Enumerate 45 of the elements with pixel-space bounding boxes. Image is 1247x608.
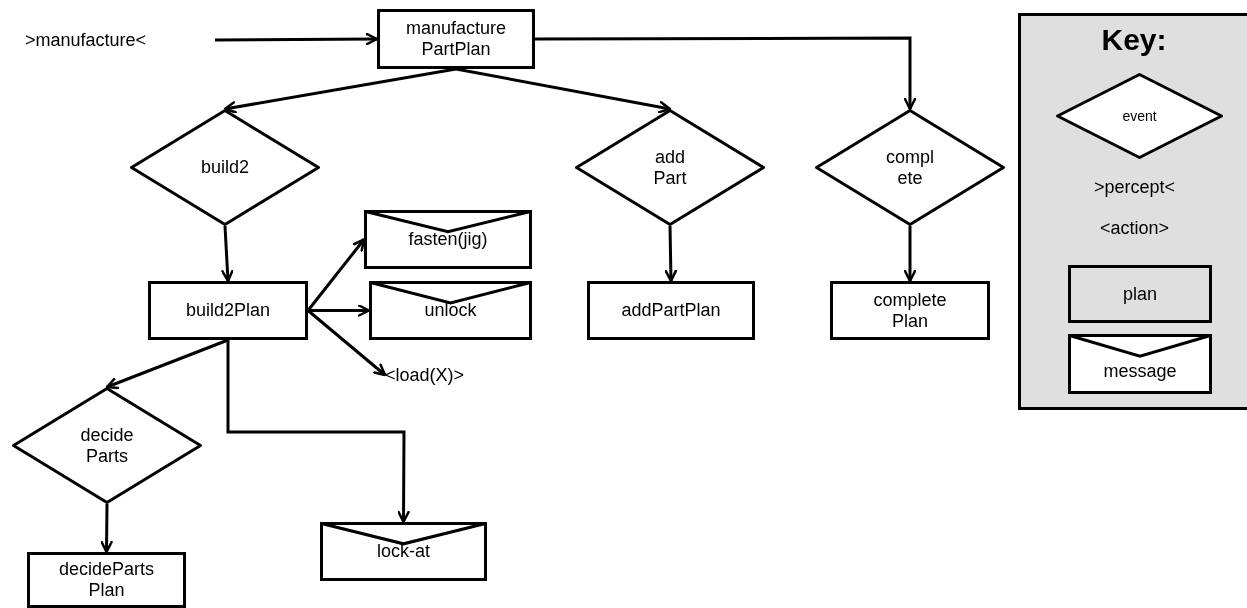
legend-label: >percept< (1093, 176, 1176, 198)
node-label: decideParts Plan (57, 559, 156, 601)
node-label: build2Plan (184, 300, 272, 321)
arrow (535, 36, 917, 111)
message-box (320, 522, 487, 581)
node-label: complete Plan (872, 289, 948, 332)
legend-title: Key: (1101, 23, 1167, 56)
arrow (308, 304, 371, 317)
event-diamond (815, 109, 1005, 226)
arrow (664, 225, 678, 283)
percept-label: >manufacture< (25, 27, 215, 53)
arrow (307, 309, 387, 377)
arrow (221, 225, 234, 283)
plan-box (830, 281, 990, 340)
arrow (215, 32, 379, 46)
node-label: add Part (652, 146, 688, 189)
action-label: <load(X)> (385, 362, 500, 388)
plan-box (27, 552, 186, 608)
node-label: decide Parts (79, 424, 135, 467)
arrow (223, 67, 457, 114)
plan-box (587, 281, 755, 340)
event-diamond (575, 109, 765, 226)
message-box (369, 281, 532, 340)
node-label: manufacture PartPlan (404, 18, 508, 60)
legend-label: plan (1123, 283, 1157, 305)
node-label: fasten(jig) (407, 229, 489, 250)
arrow (226, 340, 410, 524)
legend-label: <action> (1099, 217, 1170, 239)
node-label: unlock (423, 300, 478, 321)
node-label: lock-at (376, 541, 431, 562)
arrow (105, 338, 229, 390)
arrow (100, 504, 113, 554)
message-box (364, 210, 532, 269)
legend-label: message (1103, 360, 1177, 382)
node-label: compl ete (885, 146, 935, 189)
node-label: addPartPlan (620, 300, 722, 321)
plan-box (148, 281, 308, 340)
event-diamond (12, 387, 202, 504)
arrow (455, 67, 672, 114)
event-diamond (130, 109, 320, 226)
legend-label: event (1122, 108, 1157, 124)
plan-box (377, 9, 535, 69)
node-label: build2 (199, 157, 250, 178)
arrow (306, 238, 366, 312)
arrow (903, 226, 917, 283)
